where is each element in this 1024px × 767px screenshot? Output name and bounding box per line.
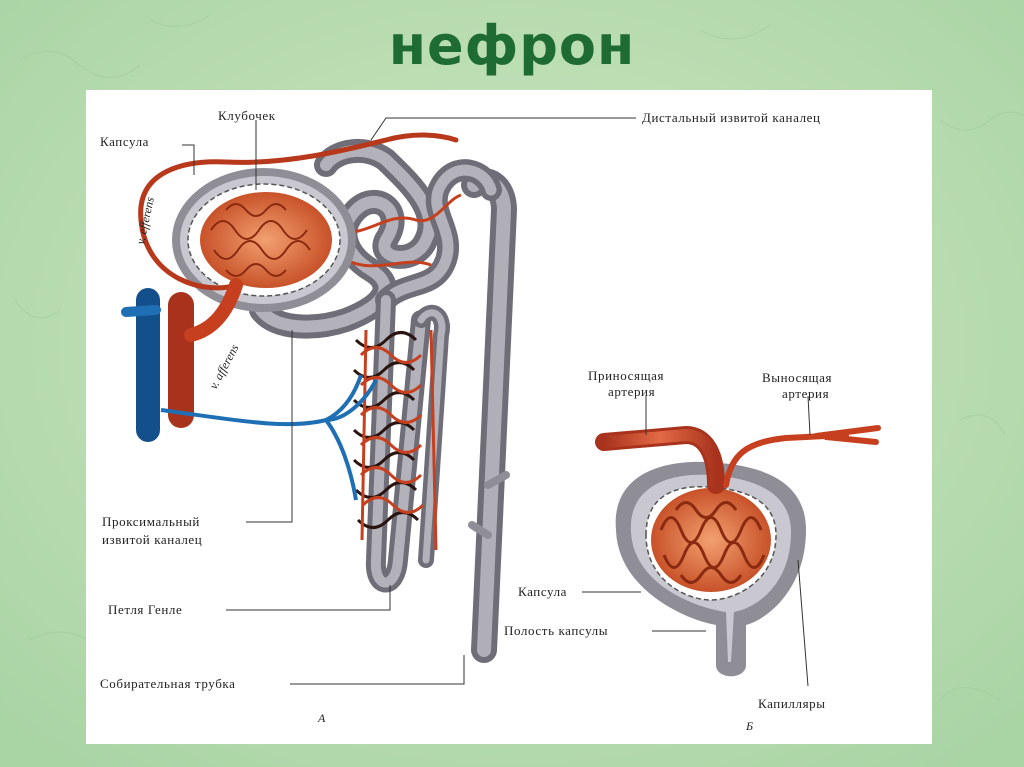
collecting-duct: [461, 168, 518, 663]
bowman-capsule-a: [172, 168, 356, 312]
peritubular-capillaries: [335, 193, 462, 551]
label-proximal-1: Проксимальный: [102, 514, 200, 529]
distal-tubule: [375, 159, 502, 311]
loop-of-henle: [365, 290, 450, 593]
slide-title: нефрон: [388, 14, 636, 77]
arteries-b: [595, 425, 881, 494]
label-v-afferens: v. afferens: [206, 342, 241, 392]
glomerulus-b: [651, 488, 771, 592]
nephron-diagram: Клубочек Капсула Дистальный извитой кана…: [100, 108, 881, 733]
renal-vessels-a: [121, 278, 378, 501]
efferent-vessel-a: [138, 132, 459, 291]
label-kapsula-a: Капсула: [100, 134, 149, 149]
label-letter-a: А: [317, 711, 326, 725]
label-capsule-b: Капсула: [518, 584, 567, 599]
label-klubochek: Клубочек: [218, 108, 276, 123]
label-letter-b: Б: [745, 719, 753, 733]
label-efferent-2: артерия: [782, 386, 829, 401]
label-collecting-duct: Собирательная трубка: [100, 676, 236, 691]
label-capsule-cavity: Полость капсулы: [504, 623, 608, 638]
leaders-a: [182, 117, 636, 685]
diagram-a: Клубочек Капсула Дистальный извитой кана…: [100, 108, 821, 725]
label-capillaries: Капилляры: [758, 696, 826, 711]
label-efferent-1: Выносящая: [762, 370, 832, 385]
label-afferent-2: артерия: [608, 384, 655, 399]
label-v-efferens: v. efferens: [133, 195, 157, 245]
diagram-panel: Клубочек Капсула Дистальный извитой кана…: [86, 90, 932, 744]
label-distal-tubule: Дистальный извитой каналец: [642, 110, 821, 125]
diagram-b: Приносящая артерия Выносящая артерия Кап…: [504, 368, 881, 733]
glomerulus-a: [200, 192, 332, 288]
label-henle: Петля Генле: [108, 602, 182, 617]
label-afferent-1: Приносящая: [588, 368, 664, 383]
leaders-b: [582, 395, 811, 687]
label-proximal-2: извитой каналец: [102, 532, 202, 547]
proximal-tubule: [249, 138, 442, 339]
